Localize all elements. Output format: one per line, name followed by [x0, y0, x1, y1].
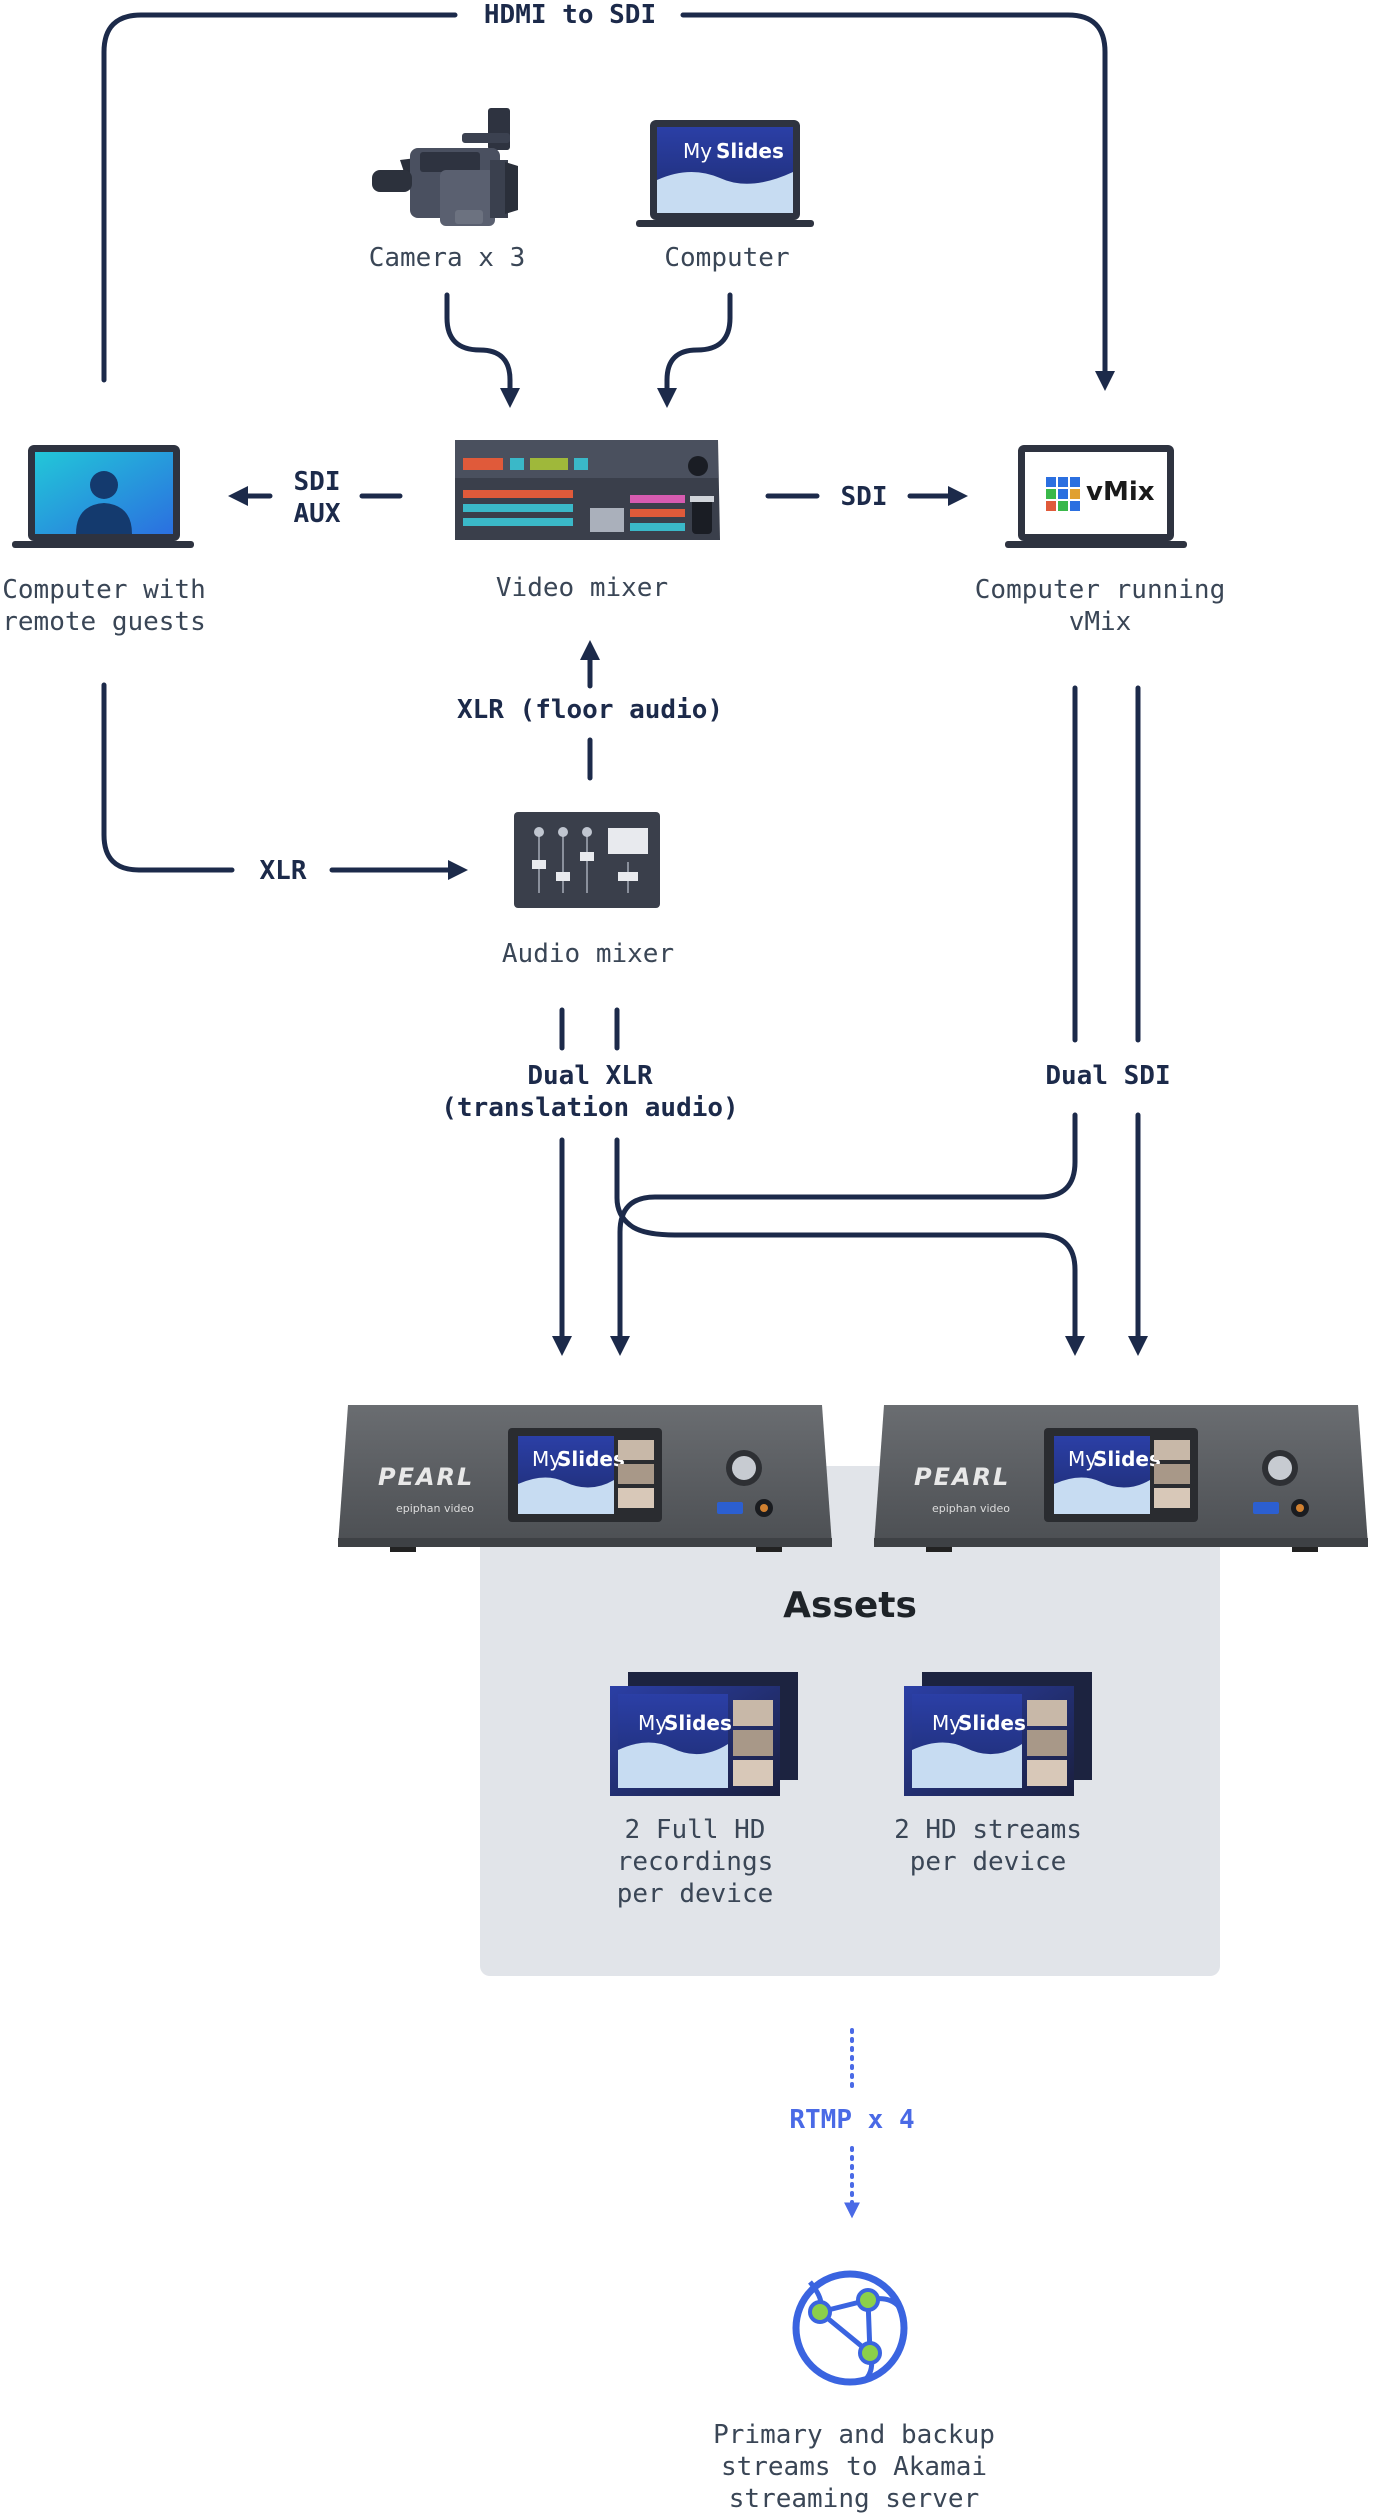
video-mixer-icon: [455, 440, 720, 540]
pearl2-slides-bold: Slides: [1093, 1447, 1161, 1471]
recording-thumbnails-icon: My Slides: [610, 1672, 798, 1796]
hdmi-to-sdi-line-right: [680, 12, 1115, 391]
stream-thumbnails-icon: My Slides: [904, 1672, 1092, 1796]
computer-to-mixer-line: [657, 292, 733, 408]
laptop-guest-icon: [12, 445, 194, 548]
pearl1-slides-my: My: [532, 1447, 561, 1471]
globe-network-icon: [792, 2270, 908, 2386]
dual-xlr-label-1: Dual XLR: [527, 1061, 653, 1091]
laptop-slides-bold: Slides: [716, 139, 784, 163]
streams-label-1: 2 HD streams: [894, 1815, 1082, 1845]
camera-to-mixer-line: [444, 292, 520, 408]
asset1-slides-my: My: [638, 1711, 667, 1735]
laptop-slides-icon: My Slides: [636, 120, 814, 227]
dual-sdi-to-pearl1-line: [610, 1112, 1078, 1356]
vmix-logo-text: vMix: [1086, 477, 1155, 507]
laptop-slides-my: My: [683, 139, 712, 163]
audio-mixer-icon: [514, 812, 660, 908]
assets-panel: [480, 1466, 1220, 1976]
xlr-floor-label: XLR (floor audio): [457, 695, 723, 725]
pearl1-epiphan: epiphan video: [396, 1502, 474, 1515]
sdi-aux-label-2: AUX: [294, 499, 341, 529]
hdmi-to-sdi-line: [101, 12, 458, 383]
rtmp-label: RTMP x 4: [789, 2105, 914, 2135]
sdi-aux-label-1: SDI: [294, 467, 341, 497]
pearl2-epiphan: epiphan video: [932, 1502, 1010, 1515]
video-mixer-label: Video mixer: [496, 573, 668, 603]
streams-label-2: per device: [910, 1847, 1067, 1877]
hdmi-to-sdi-label: HDMI to SDI: [484, 0, 656, 30]
pearl1-brand: PEARL: [378, 1463, 474, 1491]
sdi-label: SDI: [841, 482, 888, 512]
computer-remote-label-2: remote guests: [2, 607, 206, 637]
vmix-computer-label-1: Computer running: [975, 575, 1225, 605]
asset2-slides-bold: Slides: [958, 1711, 1026, 1735]
pearl2-device-icon: My Slides PEARL epiphan video: [338, 1405, 832, 1552]
assets-title: Assets: [783, 1585, 917, 1626]
akamai-label-3: streaming server: [729, 2484, 979, 2514]
dual-sdi-label: Dual SDI: [1045, 1061, 1170, 1091]
recordings-label-2: recordings: [617, 1847, 774, 1877]
dual-xlr-label-2: (translation audio): [441, 1093, 738, 1123]
recordings-label-3: per device: [617, 1879, 774, 1909]
dual-xlr-to-pearl2-line: [614, 1137, 1085, 1356]
computer-label: Computer: [664, 243, 789, 273]
computer-remote-label-1: Computer with: [2, 575, 206, 605]
video-camera-icon: [372, 108, 518, 226]
vmix-computer-label-2: vMix: [1069, 607, 1132, 637]
pearl2-slides-my: My: [1068, 1447, 1097, 1471]
xlr-line-left: [101, 682, 235, 873]
audio-mixer-label: Audio mixer: [502, 939, 674, 969]
monitor-vmix-icon: vMix: [1005, 445, 1187, 548]
asset1-slides-bold: Slides: [664, 1711, 732, 1735]
pearl2-device-icon: My Slides PEARL epiphan video: [874, 1405, 1368, 1552]
recordings-label-1: 2 Full HD: [625, 1815, 766, 1845]
akamai-label-1: Primary and backup: [713, 2420, 995, 2450]
camera-label: Camera x 3: [369, 243, 526, 273]
pearl2-brand: PEARL: [914, 1463, 1010, 1491]
asset2-slides-my: My: [932, 1711, 961, 1735]
xlr-label: XLR: [260, 856, 307, 886]
pearl1-slides-bold: Slides: [557, 1447, 625, 1471]
akamai-label-2: streams to Akamai: [721, 2452, 987, 2482]
